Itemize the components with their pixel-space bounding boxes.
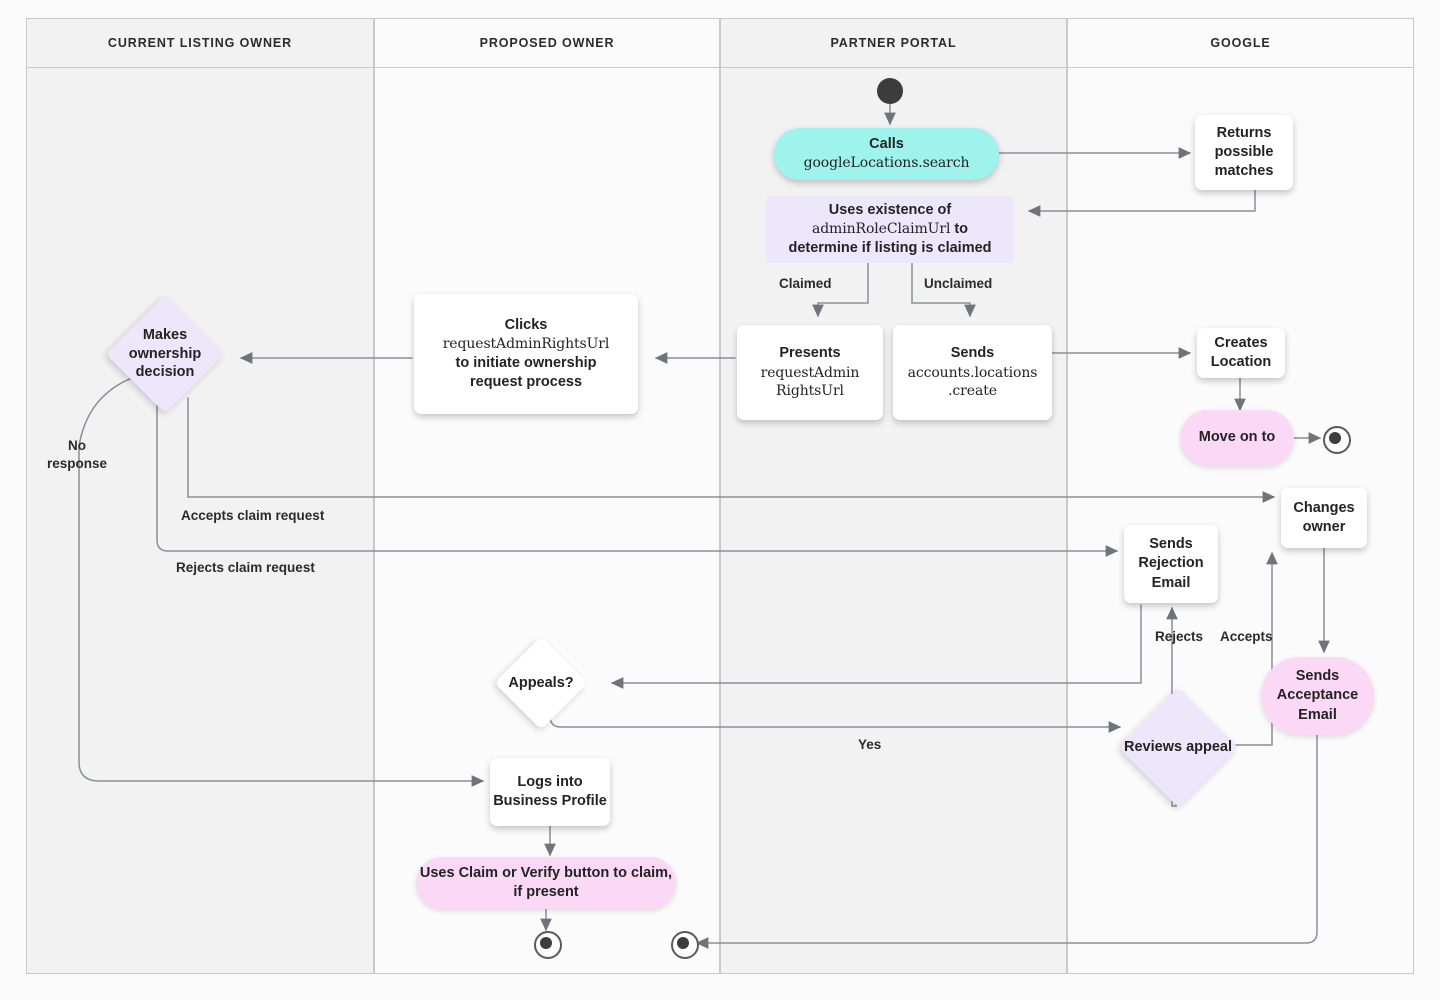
node-presents-request-admin-rights-url[interactable]: Presents requestAdmin RightsUrl [737, 325, 883, 420]
node-line-4: request process [469, 373, 583, 390]
node-line-2: googleLocations.search [803, 155, 970, 172]
node-label: Creates Location [1210, 334, 1272, 370]
node-line-2: requestAdminRightsUrl [442, 336, 610, 353]
node-label: Sends Rejection Email [1138, 536, 1204, 591]
node-label: Makes ownership decision [128, 326, 202, 381]
end-node-partner-portal [671, 931, 699, 959]
lane-proposed-owner [374, 18, 720, 974]
node-changes-owner[interactable]: Changes owner [1281, 488, 1367, 548]
node-creates-location[interactable]: Creates Location [1197, 328, 1285, 378]
edge-label-accepts: Accepts [1220, 629, 1273, 644]
edge-label-rejects-claim-request: Rejects claim request [176, 560, 315, 575]
node-sends-rejection-email[interactable]: Sends Rejection Email [1124, 525, 1218, 603]
node-appeals-decision[interactable]: Appeals? [494, 636, 588, 730]
lane-header-label: PARTNER PORTAL [830, 36, 957, 50]
edge-label-rejects: Rejects [1155, 629, 1204, 644]
edge-label-no-response: No response [46, 438, 108, 471]
node-reviews-appeal[interactable]: Reviews appeal [1118, 687, 1239, 808]
node-line-3: RightsUrl [776, 383, 844, 400]
node-sends-accounts-locations-create[interactable]: Sends accounts.locations .create [893, 325, 1052, 420]
edge-label-yes: Yes [858, 737, 882, 752]
lane-header-label: GOOGLE [1210, 36, 1271, 50]
node-line-3: determine if listing is claimed [788, 240, 992, 257]
lane-header-label: CURRENT LISTING OWNER [107, 36, 293, 50]
node-label: Returns possible matches [1214, 124, 1274, 180]
node-calls-google-locations-search[interactable]: Calls googleLocations.search [774, 128, 999, 180]
lane-header-google: GOOGLE [1067, 18, 1414, 68]
node-uses-claim-or-verify-button[interactable]: Uses Claim or Verify button to claim, if… [416, 857, 676, 909]
node-line-1: Calls [869, 136, 904, 153]
node-logs-into-business-profile[interactable]: Logs into Business Profile [490, 758, 610, 826]
node-makes-ownership-decision[interactable]: Makes ownership decision [105, 294, 225, 414]
node-line-3: .create [948, 383, 997, 400]
node-label: Uses Claim or Verify button to claim, if… [419, 864, 673, 900]
node-clicks-request-admin-rights-url[interactable]: Clicks requestAdminRightsUrl to initiate… [414, 294, 638, 414]
node-label: Move on to [1198, 429, 1276, 446]
end-node-google [1323, 426, 1351, 454]
node-label: Sends Acceptance Email [1276, 668, 1359, 723]
node-line-2: adminRoleClaimUrl to [811, 220, 969, 237]
node-returns-possible-matches[interactable]: Returns possible matches [1195, 115, 1293, 190]
node-label: Appeals? [508, 674, 574, 691]
lane-header-current-listing-owner: CURRENT LISTING OWNER [26, 18, 374, 68]
lane-current-listing-owner [26, 18, 374, 974]
node-line-2: requestAdmin [760, 364, 860, 381]
node-label: Reviews appeal [1124, 739, 1232, 756]
node-line-2: accounts.locations [907, 364, 1038, 381]
node-label: Changes owner [1293, 499, 1355, 535]
edge-label-unclaimed: Unclaimed [924, 276, 993, 291]
start-node-partner-portal [877, 78, 903, 104]
edge-label-accepts-claim-request: Accepts claim request [181, 508, 325, 523]
node-uses-existence-admin-role-claim-url[interactable]: Uses existence of adminRoleClaimUrl to d… [766, 196, 1014, 263]
lane-header-partner-portal: PARTNER PORTAL [720, 18, 1067, 68]
node-move-on-to[interactable]: Move on to [1180, 410, 1294, 466]
lane-header-label: PROPOSED OWNER [479, 36, 615, 50]
node-line-1: Presents [779, 345, 841, 362]
edge-label-claimed: Claimed [779, 276, 832, 291]
node-line-1: Uses existence of [828, 201, 952, 218]
node-sends-acceptance-email[interactable]: Sends Acceptance Email [1261, 657, 1374, 735]
node-line-1: Clicks [504, 316, 548, 333]
end-node-proposed-owner [534, 931, 562, 959]
node-line-3: to initiate ownership [455, 354, 597, 371]
node-label: Logs into Business Profile [493, 773, 607, 809]
lane-header-proposed-owner: PROPOSED OWNER [374, 18, 720, 68]
node-line-1: Sends [950, 345, 995, 362]
